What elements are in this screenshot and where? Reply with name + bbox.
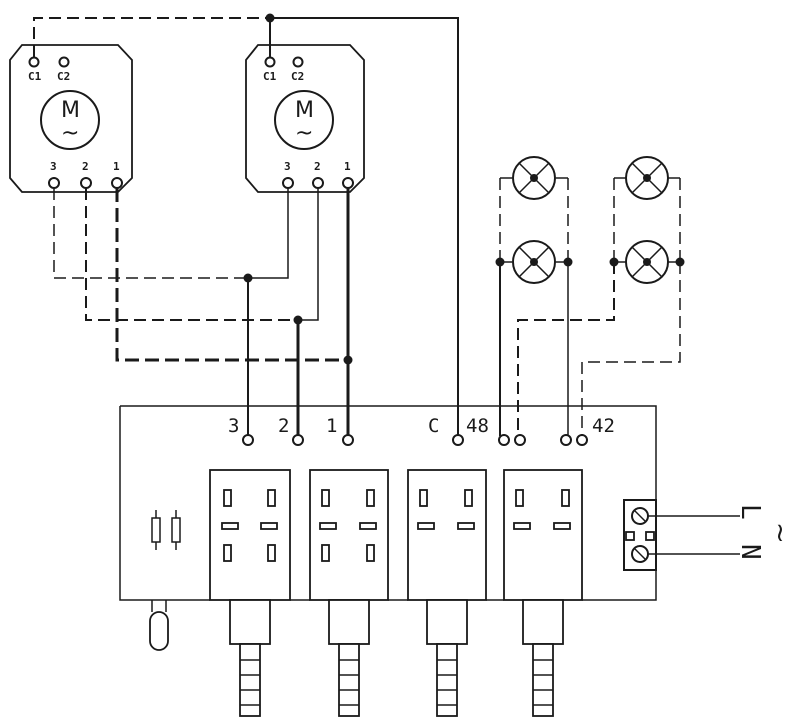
motor-center-c2-terminal bbox=[292, 56, 304, 68]
panel-terminal-2 bbox=[292, 434, 304, 446]
switch-speed1 bbox=[209, 469, 291, 717]
motor-center-c2-label: C2 bbox=[291, 70, 304, 83]
motor-center-speed2-terminal bbox=[312, 177, 324, 189]
lamp-group-left bbox=[495, 156, 573, 284]
motor-left-c2-label: C2 bbox=[57, 70, 70, 83]
motor-center-speed-label-3: 3 bbox=[284, 160, 291, 173]
motor-center-speed1-terminal bbox=[342, 177, 354, 189]
panel-terminal-label-3: 3 bbox=[228, 415, 239, 437]
motor-left-ac-symbol: ~ bbox=[61, 121, 79, 146]
lamp-group-right bbox=[609, 156, 685, 284]
motor-left-speed3-terminal bbox=[48, 177, 60, 189]
panel-terminal-48a bbox=[498, 434, 510, 446]
lamp-icon bbox=[512, 240, 556, 284]
switch-light bbox=[503, 469, 583, 717]
motor-left-speed-label-3: 3 bbox=[50, 160, 57, 173]
motor-left-c1-label: C1 bbox=[28, 70, 42, 83]
panel-terminal-c bbox=[452, 434, 464, 446]
motor-center-speed-label-2: 2 bbox=[314, 160, 321, 173]
panel-terminal-label-c: C bbox=[428, 415, 439, 437]
capacitor-icon bbox=[151, 510, 181, 550]
motor-center: C1 C2 M ~ 3 2 1 bbox=[245, 44, 365, 193]
panel-terminal-label-42: 42 bbox=[592, 415, 615, 437]
junction-dot bbox=[293, 315, 303, 325]
lamp-icon bbox=[512, 156, 556, 200]
common-wire bbox=[33, 13, 459, 436]
panel-terminal-label-2: 2 bbox=[278, 415, 289, 437]
mains-ac-symbol: ~ bbox=[765, 522, 795, 544]
motor-left-speed1-terminal bbox=[111, 177, 123, 189]
motor-left-speed-label-1: 1 bbox=[113, 160, 120, 173]
lamp-icon bbox=[625, 156, 669, 200]
junction-dot bbox=[343, 355, 353, 365]
motor-left: C1 C2 M ~ 3 2 1 bbox=[9, 44, 133, 193]
mains-terminal-block bbox=[623, 499, 740, 571]
mains-labels: L N ~ bbox=[735, 504, 795, 560]
switch-speed2 bbox=[309, 469, 389, 717]
junction-dot bbox=[243, 273, 253, 283]
panel-terminal-1 bbox=[342, 434, 354, 446]
motor-center-ac-symbol: ~ bbox=[295, 121, 313, 146]
motor-left-symbol: M bbox=[61, 98, 80, 123]
motor-left-symbol-circle bbox=[40, 90, 100, 150]
motor-left-c2-terminal bbox=[58, 56, 70, 68]
motor-left-c1-terminal bbox=[28, 56, 40, 68]
panel-terminal-42a bbox=[560, 434, 572, 446]
motor-center-speed-label-1: 1 bbox=[344, 160, 351, 173]
switch-speed3 bbox=[407, 469, 487, 717]
panel-terminal-label-48: 48 bbox=[466, 415, 489, 437]
indicator-bulb-icon bbox=[149, 600, 169, 651]
mains-line-label: L bbox=[735, 504, 765, 520]
motor-left-speed-label-2: 2 bbox=[82, 160, 89, 173]
mains-neutral-label: N bbox=[735, 544, 765, 560]
panel-terminal-48b bbox=[514, 434, 526, 446]
lamp-icon bbox=[625, 240, 669, 284]
speed2-wire bbox=[85, 188, 319, 436]
speed3-wire bbox=[53, 188, 289, 436]
panel-terminal-label-1: 1 bbox=[326, 415, 337, 437]
panel-terminal-3 bbox=[242, 434, 254, 446]
motor-center-c1-label: C1 bbox=[263, 70, 277, 83]
motor-left-speed2-terminal bbox=[80, 177, 92, 189]
control-panel: 3 2 1 C 48 42 bbox=[119, 405, 657, 717]
motor-center-c1-terminal bbox=[264, 56, 276, 68]
motor-center-speed3-terminal bbox=[282, 177, 294, 189]
panel-terminal-42b bbox=[576, 434, 588, 446]
junction-dot bbox=[265, 13, 275, 23]
lamp-wires bbox=[499, 262, 681, 436]
speed1-wire bbox=[115, 188, 353, 436]
motor-center-symbol: M bbox=[295, 98, 314, 123]
motor-center-symbol-circle bbox=[274, 90, 334, 150]
